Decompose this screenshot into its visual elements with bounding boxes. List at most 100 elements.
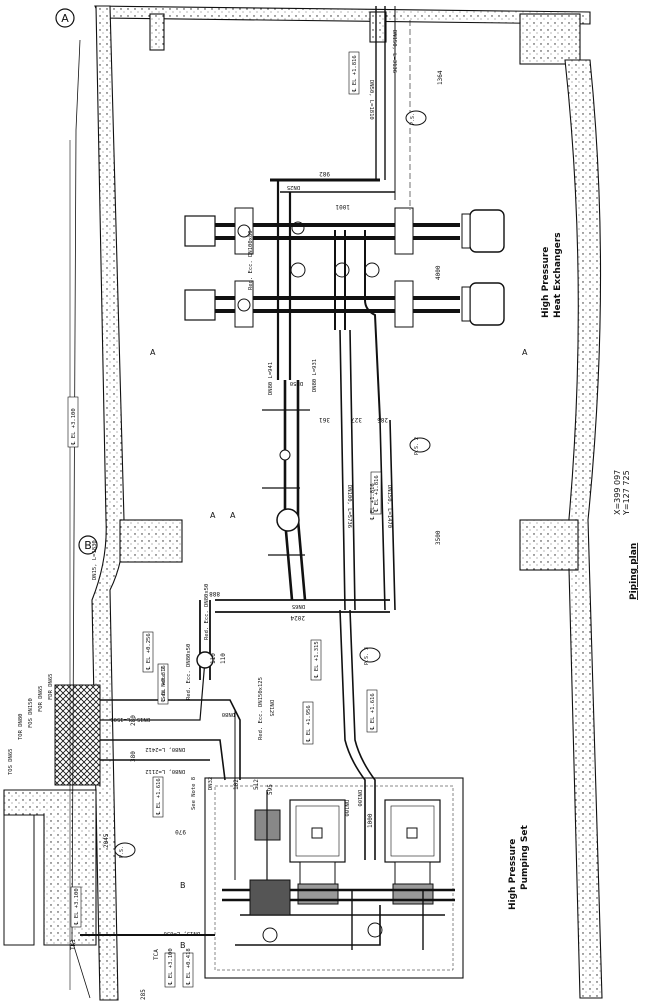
elevation-label: ℄ EL +0.316 bbox=[161, 665, 167, 703]
branch-label: DN80 L=931 bbox=[312, 359, 318, 392]
tank-label: TK1 bbox=[70, 939, 77, 950]
dimension: 4000 bbox=[435, 265, 442, 280]
pumping-set-area bbox=[204, 777, 464, 979]
pipe-label: DN100 bbox=[343, 800, 349, 817]
reducer-label: Red. Ecc. DN150x125 bbox=[258, 677, 264, 740]
pump-motor-1 bbox=[289, 799, 346, 905]
elevation-label: ℄ EL +3.100 bbox=[168, 948, 174, 986]
branch-label: DN80 L=941 bbox=[268, 362, 274, 395]
section-marker: A bbox=[230, 511, 236, 520]
pipe-label: DN15, L=1505 bbox=[110, 716, 150, 722]
area-title-pumping-set-1: High Pressure bbox=[508, 839, 518, 910]
dimension: 110 bbox=[220, 653, 227, 664]
elevation-label: ℄ EL +3.100 bbox=[74, 888, 80, 926]
dimension: 327 bbox=[351, 416, 362, 423]
pipe-label: DN25 bbox=[287, 184, 300, 190]
dimension: 1001 bbox=[335, 203, 350, 210]
piping-network bbox=[80, 6, 411, 936]
grid-marker-a: A bbox=[61, 12, 69, 25]
dimension: 110 bbox=[210, 653, 217, 664]
reducer-label: Red. Ecc. DN100x80 bbox=[248, 230, 254, 290]
elevation-label: ℄ EL +0.256 bbox=[146, 633, 152, 671]
pipe-label: DN80, L=2412 bbox=[145, 746, 185, 752]
dimension: 280 bbox=[130, 715, 137, 726]
dimension: 380 bbox=[130, 751, 137, 762]
reducer-label: Red. Ecc. DN80x50 bbox=[186, 644, 192, 700]
pipe-label: DN80, L=2112 bbox=[145, 768, 185, 774]
section-marker: A bbox=[522, 348, 528, 357]
section-marker: A bbox=[150, 348, 156, 357]
section-marker: A bbox=[210, 511, 216, 520]
nozzle-label: TOS DN65 bbox=[8, 749, 14, 776]
elevation-label: ℄ EL +1.315 bbox=[314, 641, 320, 679]
pipe-label: DN150, L=1470 bbox=[386, 485, 392, 528]
pump-motor-2 bbox=[384, 799, 441, 905]
pipe-support-label: P.S. bbox=[410, 113, 416, 125]
nozzle-label: TOR DN80 bbox=[18, 714, 24, 741]
pipe-support-label: P.S. 3 bbox=[364, 647, 370, 665]
section-markers: A A A A B B bbox=[150, 348, 528, 950]
dimension: 285 bbox=[140, 989, 147, 1000]
dimension: 1364 bbox=[437, 70, 444, 85]
pipe-label: DN65 bbox=[292, 603, 305, 609]
pipe-support-label: P.S. bbox=[119, 846, 125, 858]
nozzle-label: FOR DN65 bbox=[38, 686, 44, 713]
dimension: 595 bbox=[267, 784, 274, 795]
elevation-label: ℄ EL +1.616 bbox=[156, 778, 162, 816]
pipe-label: DN150, L=3136 bbox=[391, 30, 397, 73]
dimension: 285 bbox=[377, 416, 388, 423]
elevation-label: ℄ EL +1.816 bbox=[370, 483, 376, 521]
elevation-label: ℄ EL +3.100 bbox=[71, 408, 77, 446]
pipe-supports: P.S. P.S. 2 P.S. 3 P.S. bbox=[114, 110, 431, 858]
dimension: 2024 bbox=[290, 614, 305, 621]
pipe-support-label: P.S. 2 bbox=[414, 437, 420, 455]
pipe-label: DN15, L=1830 bbox=[92, 540, 98, 580]
building-walls bbox=[3, 5, 603, 1001]
dimension: 2045 bbox=[103, 833, 110, 848]
reducer-labels: Red. Ecc. DN100x80 Red. Ecc. DN80x50 Red… bbox=[186, 230, 318, 740]
nozzle-label: FDR DN65 bbox=[48, 674, 54, 701]
elevation-labels: ℄ EL +3.100 ℄ EL +1.816 ℄ EL +1.816 ℄ EL… bbox=[67, 51, 382, 988]
section-marker: B bbox=[180, 881, 186, 890]
dimension: 982 bbox=[319, 170, 330, 177]
pipe-label: DN100 bbox=[356, 790, 362, 807]
dimension: 888 bbox=[209, 590, 220, 597]
coordinate-x: X=399 097 bbox=[613, 470, 622, 515]
coordinate-y: Y=127 725 bbox=[622, 470, 631, 516]
pipe-label: DN32 bbox=[208, 777, 214, 790]
area-title-pumping-set-2: Pumping Set bbox=[520, 825, 530, 890]
section-marker: B bbox=[180, 941, 186, 950]
heat-exchanger-1 bbox=[184, 207, 505, 255]
area-title-heat-exchangers-2: Heat Exchangers bbox=[553, 232, 563, 318]
pipe-label: DN125 bbox=[268, 700, 274, 717]
elevation-label: ℄ EL +1.816 bbox=[352, 55, 358, 93]
pipe-label: DN50 bbox=[290, 380, 303, 386]
pipe-label: DN15, L=650 bbox=[164, 930, 200, 936]
dimension-labels: 1364 4000 3500 1001 982 361 327 285 2024… bbox=[103, 70, 444, 848]
elevation-label: ℄ EL +1.816 bbox=[374, 475, 380, 513]
elevation-label: ℄ EL +1.956 bbox=[306, 705, 312, 743]
dimension: 1000 bbox=[367, 813, 374, 828]
dimension: 102 bbox=[233, 779, 240, 790]
reducer-label: Red. Ecc. DN80x50 bbox=[204, 584, 210, 640]
grid-marker-b: B bbox=[84, 539, 92, 552]
nozzle-label: FOS DN150 bbox=[28, 698, 34, 728]
area-title-heat-exchangers-1: High Pressure bbox=[541, 247, 551, 318]
dimension: 3500 bbox=[435, 530, 442, 545]
elevation-label: ℄ EL +0.418 bbox=[186, 948, 192, 986]
heat-exchanger-2 bbox=[184, 280, 505, 328]
pipe-label: DN100, L=5736 bbox=[346, 485, 352, 528]
nozzle-labels: TOS DN65 TOR DN80 FOS DN150 FOR DN65 FDR… bbox=[8, 674, 54, 776]
pipe-labels: DN50, L=1810 DN150, L=3136 DN100, L=5736… bbox=[92, 30, 397, 936]
drawing-title: Piping plan bbox=[629, 543, 639, 600]
note-labels: See Note 7 See Note 8 bbox=[161, 667, 197, 810]
dimension: 970 bbox=[175, 828, 186, 835]
grid-markers: A B bbox=[55, 8, 98, 555]
pipe-label: DN50, L=1810 bbox=[368, 80, 374, 120]
elevation-label: ℄ EL +1.616 bbox=[370, 693, 376, 731]
dimension: 512 bbox=[253, 779, 260, 790]
pipe-label: DN80 bbox=[222, 711, 235, 717]
note-label: See Note 7 bbox=[161, 667, 167, 700]
tca-label: TCA bbox=[153, 949, 160, 960]
